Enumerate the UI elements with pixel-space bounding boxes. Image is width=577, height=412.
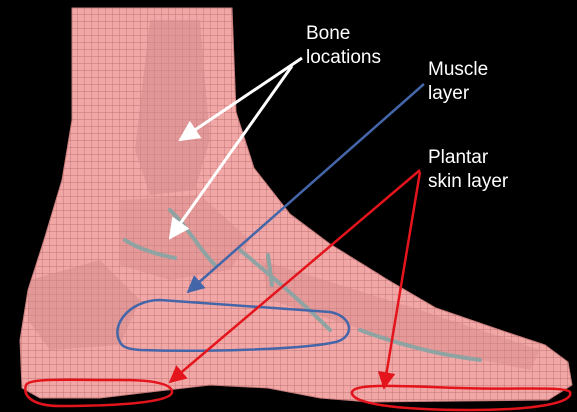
plantar-skin-layer-label: Plantar skin layer: [428, 146, 508, 194]
bone-locations-label: Bone locations: [306, 22, 381, 70]
muscle-layer-label: Muscle layer: [428, 58, 488, 106]
